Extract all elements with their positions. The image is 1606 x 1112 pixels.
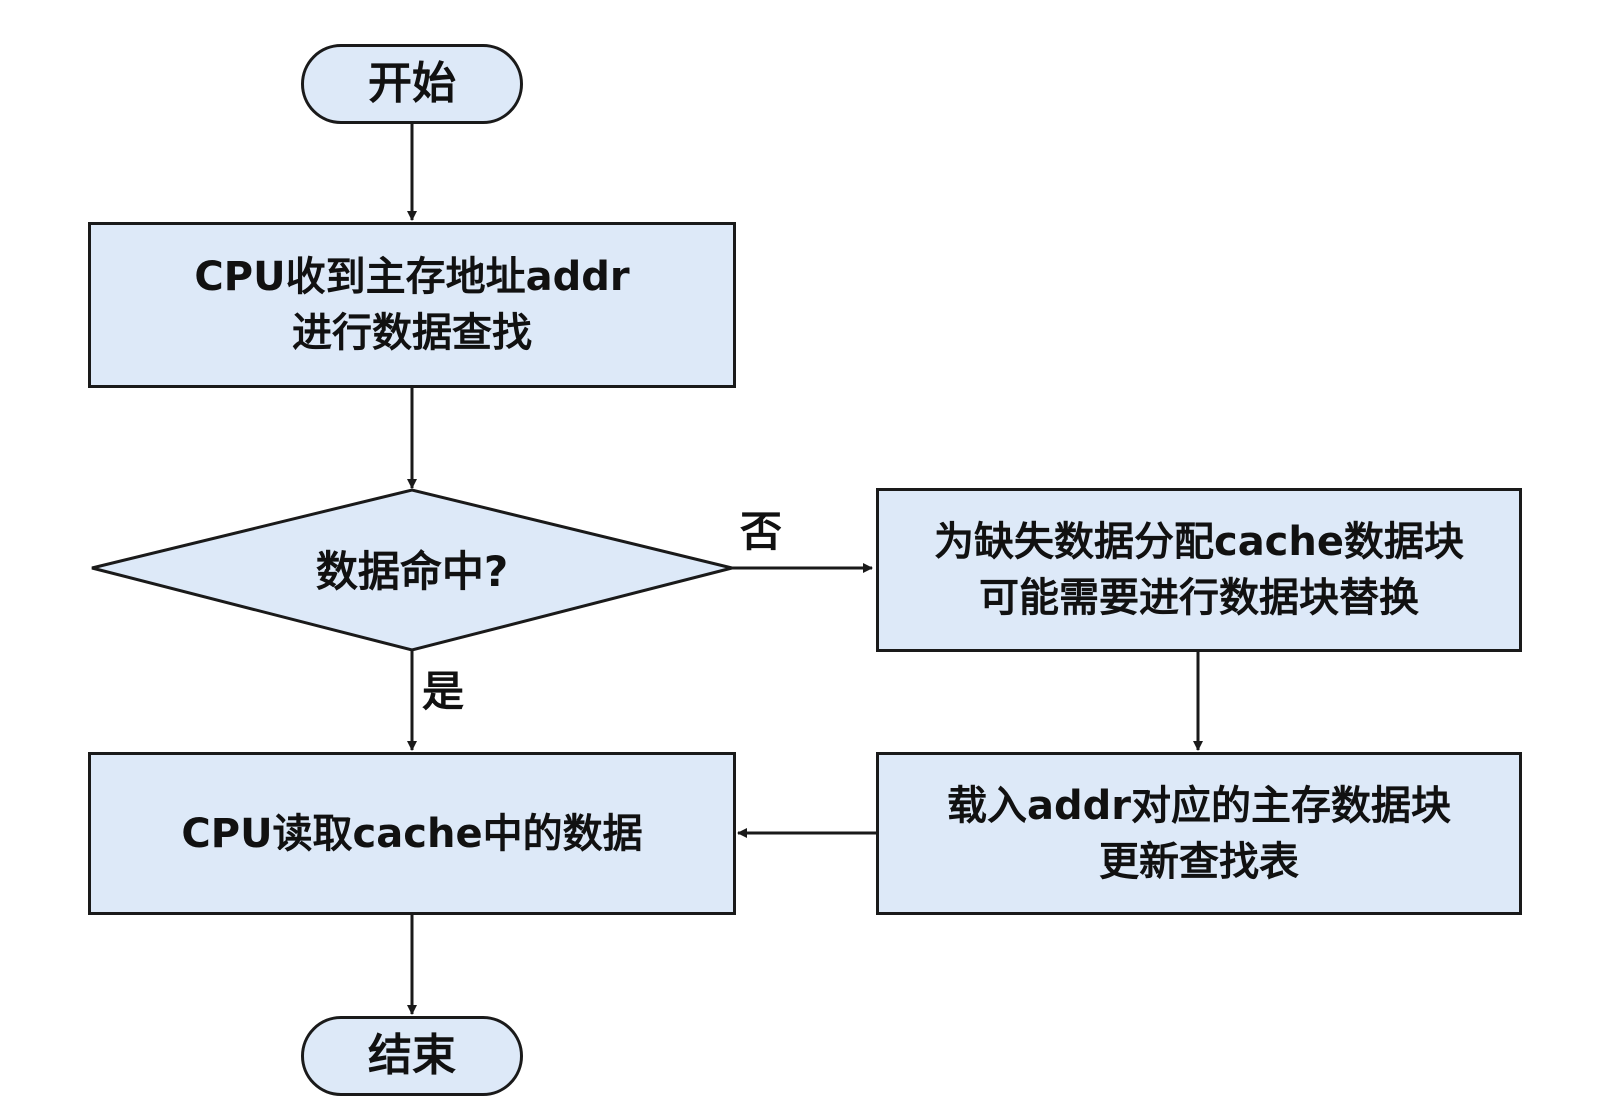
end-node: 结束 bbox=[301, 1016, 523, 1096]
allocate-node: 为缺失数据分配cache数据块 可能需要进行数据块替换 bbox=[876, 488, 1522, 652]
load-node: 载入addr对应的主存数据块 更新查找表 bbox=[876, 752, 1522, 915]
lookup-label-line-1: CPU收到主存地址addr bbox=[194, 254, 630, 300]
start-label: 开始 bbox=[368, 58, 456, 109]
no-branch-label: 否 bbox=[740, 507, 783, 556]
allocate-label-line-1: 为缺失数据分配cache数据块 bbox=[933, 519, 1465, 565]
read-label-line-1: CPU读取cache中的数据 bbox=[181, 810, 643, 857]
load-label-line-1: 载入addr对应的主存数据块 bbox=[947, 782, 1451, 829]
end-label: 结束 bbox=[368, 1030, 456, 1081]
load-label-line-2: 更新查找表 bbox=[1099, 838, 1299, 885]
lookup-node: CPU收到主存地址addr 进行数据查找 bbox=[88, 222, 736, 388]
lookup-label-line-2: 进行数据查找 bbox=[292, 310, 532, 356]
read-node: CPU读取cache中的数据 bbox=[88, 752, 736, 915]
start-node: 开始 bbox=[301, 44, 523, 124]
decision-label: 数据命中? bbox=[315, 546, 509, 596]
allocate-label-line-2: 可能需要进行数据块替换 bbox=[979, 575, 1419, 621]
yes-branch-label: 是 bbox=[422, 667, 465, 716]
